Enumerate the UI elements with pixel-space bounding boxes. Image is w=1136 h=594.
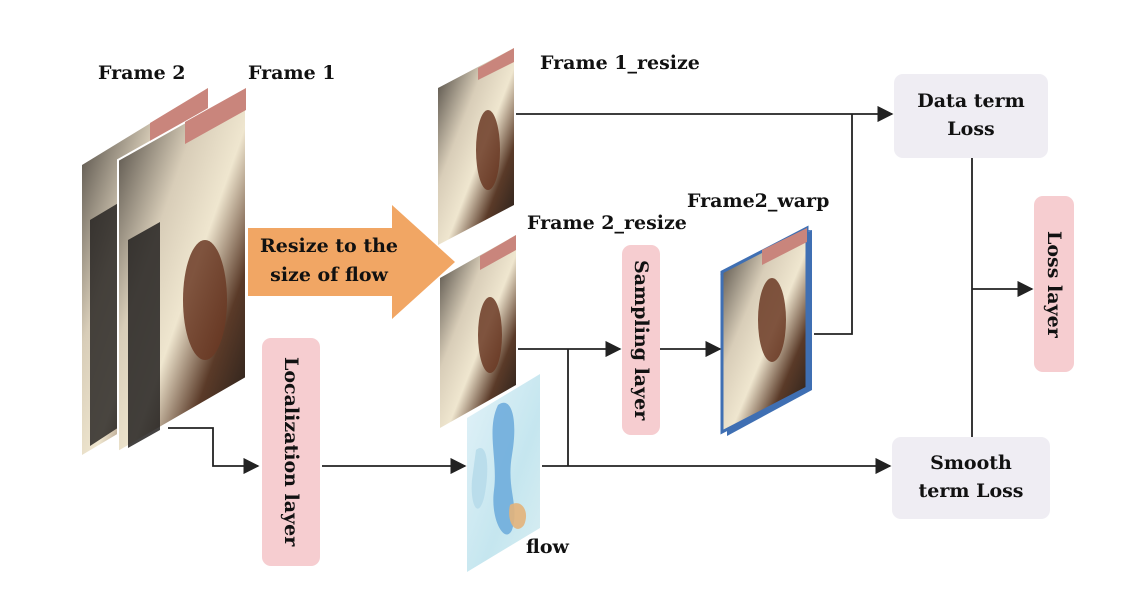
- flow-label: flow: [526, 536, 569, 558]
- localization-layer-label: Localization layer: [280, 357, 302, 547]
- frame2-label: Frame 2: [98, 62, 186, 84]
- frame1-label: Frame 1: [248, 62, 336, 84]
- resize-arrow: [248, 205, 455, 319]
- loss-layer-label: Loss layer: [1043, 230, 1065, 338]
- connectors: [168, 105, 1034, 475]
- resize-arrow-line2: size of flow: [270, 264, 388, 287]
- resize-arrow-text: Resize to the size of flow: [254, 232, 404, 291]
- sampling-layer-box: Sampling layer: [622, 245, 660, 435]
- data-term-loss-line2: Loss: [947, 118, 995, 140]
- localization-layer-box: Localization layer: [262, 338, 320, 566]
- data-term-loss-box: Data term Loss: [894, 74, 1048, 158]
- frame1-resize-label: Frame 1_resize: [540, 52, 700, 74]
- resize-arrow-line1: Resize to the: [259, 235, 399, 257]
- smooth-term-loss-line1: Smooth: [930, 452, 1012, 475]
- frame2-warp-image: [720, 225, 812, 436]
- sampling-layer-label: Sampling layer: [630, 259, 652, 421]
- smooth-term-loss-line2: term Loss: [918, 480, 1024, 502]
- frame1-resize-image: [438, 48, 514, 245]
- frame2-resize-image: [440, 235, 516, 428]
- frame2-warp-label: Frame2_warp: [687, 190, 830, 212]
- frame1-image: [117, 86, 247, 454]
- smooth-term-loss-box: Smooth term Loss: [892, 437, 1050, 519]
- edge-warp-to-data-loss: [814, 114, 853, 335]
- flow-image: [467, 374, 540, 572]
- frame2-resize-label: Frame 2_resize: [527, 212, 687, 234]
- edge-frames-to-localization: [168, 427, 260, 475]
- data-term-loss-line1: Data term: [917, 90, 1025, 113]
- loss-layer-box: Loss layer: [1034, 196, 1074, 372]
